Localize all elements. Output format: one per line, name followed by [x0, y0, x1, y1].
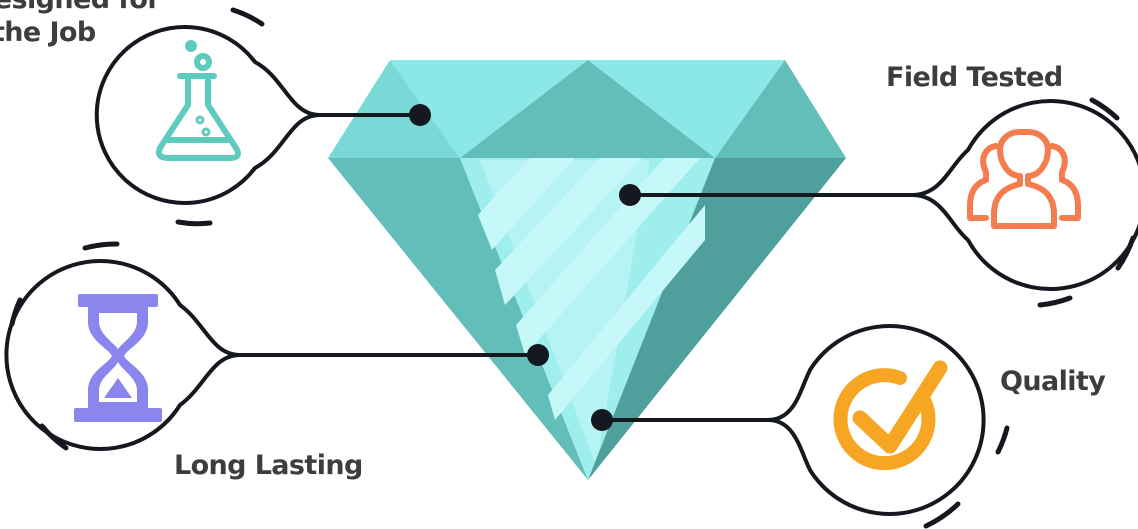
bubble-quality	[766, 324, 1010, 529]
bubble-outline	[766, 324, 986, 516]
diamond	[328, 60, 846, 480]
bubble-field-tested	[910, 97, 1138, 308]
users-icon	[967, 129, 1081, 229]
checkmark-circle-icon	[833, 360, 948, 471]
connector-dot-field	[619, 184, 641, 206]
bubble-arc-accent	[175, 219, 213, 227]
bubble-long-lasting	[4, 241, 242, 451]
label-quality: Quality	[1000, 366, 1106, 397]
bubble-arc-accent	[995, 425, 1010, 455]
bubble-arc-accent	[82, 241, 120, 251]
connectors	[240, 113, 912, 422]
connector-dot-quality	[591, 409, 613, 431]
bubble-arc-accent	[9, 297, 23, 327]
bubble-arc-accent	[923, 501, 961, 529]
bubble-arc-accent	[1037, 295, 1073, 308]
label-designed-for-job-line2: the Job	[0, 17, 96, 48]
label-field-tested: Field Tested	[886, 62, 1063, 93]
bubble-arc-accent	[1115, 235, 1136, 271]
bubble-outline	[94, 25, 322, 205]
bubble-arc-accent	[230, 7, 265, 27]
connector-dot-long	[527, 344, 549, 366]
bubble-arc-accent	[1089, 97, 1120, 121]
hourglass-icon	[74, 294, 162, 422]
label-long-lasting: Long Lasting	[174, 450, 363, 481]
bubble-outline	[910, 99, 1138, 291]
connector-dot-designed	[409, 104, 431, 126]
bubble-arc-accent	[39, 423, 69, 451]
flask-icon	[156, 40, 241, 161]
bubble-designed-for-the-job	[94, 7, 322, 227]
label-designed-for-job-line1: Designed for	[0, 0, 161, 16]
